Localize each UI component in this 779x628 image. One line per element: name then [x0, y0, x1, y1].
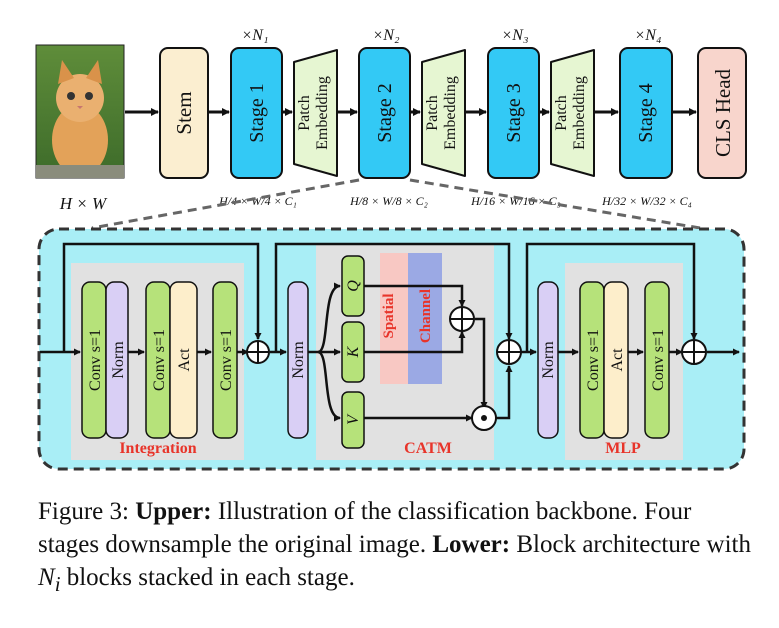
caption-math: N [38, 564, 55, 591]
mlp-act-label: Act [609, 348, 626, 372]
stage-3-block [487, 47, 540, 179]
stage-2-label: Stage 2 [374, 83, 396, 142]
zoom-connectors [91, 178, 701, 230]
lower-flow-lines [40, 242, 740, 422]
patch-embedding-3 [550, 49, 595, 177]
caption-lower-text-a: Block architecture with [510, 531, 751, 558]
patch-embedding-1-line2: Embedding [314, 76, 331, 150]
k-label: K [345, 345, 362, 358]
v-block [341, 391, 365, 449]
integration-norm [105, 281, 129, 439]
patch-embedding-2-line1: Patch [424, 95, 441, 131]
patch-embedding-3-line1: Patch [553, 95, 570, 131]
mlp-norm-label: Norm [540, 341, 557, 379]
patch-embedding-1 [293, 49, 338, 177]
integration-norm-label: Norm [110, 341, 127, 379]
patch-embedding-1-line1: Patch [296, 95, 313, 131]
v-label: V [345, 413, 362, 425]
cls-head-block [697, 47, 747, 179]
channel-label: Channel [418, 289, 434, 343]
k-block [341, 321, 365, 383]
stage-4-dims: H/32 × W/32 × C₄ [601, 194, 692, 208]
input-label: H × W [59, 194, 108, 213]
spatial-strip [380, 253, 408, 384]
stage-2-block [358, 47, 411, 179]
integration-conv-2-label: Conv s=1 [151, 329, 168, 391]
patch-embedding-3-line2: Embedding [571, 76, 588, 150]
integration-act [169, 281, 198, 439]
stage-1-label: Stage 1 [246, 83, 268, 142]
q-block [341, 255, 365, 317]
mlp-conv-1-label: Conv s=1 [585, 329, 602, 391]
catm-title: CATM [404, 440, 452, 457]
integration-act-label: Act [176, 348, 193, 372]
stage-4-block [619, 47, 673, 179]
channel-strip [408, 253, 442, 384]
caption-upper-text: Illustration of the classification backb… [38, 498, 692, 558]
stage-1-repeat: ×N₁ [241, 27, 268, 44]
stage-1-block [230, 47, 283, 179]
catm-norm-label: Norm [290, 341, 307, 379]
stem-block [159, 47, 209, 179]
caption-lower-label: Lower: [432, 531, 511, 558]
integration-conv-3-label: Conv s=1 [218, 329, 235, 391]
stage-2-dims: H/8 × W/8 × C₂ [349, 194, 428, 208]
stage-3-repeat: ×N₃ [501, 27, 528, 44]
figure-caption: Figure 3: Upper: Illustration of the cla… [38, 495, 753, 601]
mlp-conv-2 [644, 281, 670, 439]
stage-2-repeat: ×N₂ [372, 27, 399, 44]
caption-upper-label: Upper: [135, 498, 212, 525]
cls-head-label: CLS Head [711, 68, 735, 157]
stem-label: Stem [172, 91, 196, 134]
catm-multiply-node [471, 405, 497, 431]
backbone-diagram: H × W Stem Stage 1 ×N₁ Patch Embedding S… [35, 27, 747, 471]
caption-prefix: Figure 3: [38, 498, 136, 525]
caption-math-sub: i [54, 572, 61, 596]
spatial-label: Spatial [381, 293, 397, 338]
integration-conv-1-label: Conv s=1 [87, 329, 104, 391]
patch-embedding-2-line2: Embedding [442, 76, 459, 150]
mlp-act [603, 281, 629, 439]
caption-lower-text-b: blocks stacked in each stage. [60, 564, 355, 591]
stage-1-dims: H/4 × W/4 × C₁ [218, 194, 297, 208]
add-node-3 [681, 339, 707, 365]
integration-title: Integration [119, 440, 196, 457]
stage-4-label: Stage 4 [635, 83, 657, 142]
add-node-2 [496, 339, 522, 365]
input-image [35, 44, 125, 179]
patch-embedding-2 [421, 49, 466, 177]
mlp-conv-2-label: Conv s=1 [650, 329, 667, 391]
q-label: Q [345, 280, 362, 292]
stage-4-repeat: ×N₄ [634, 27, 661, 44]
integration-conv-3 [212, 281, 238, 439]
catm-norm [287, 281, 309, 439]
add-node-1 [246, 340, 270, 364]
catm-add-node [449, 306, 475, 332]
mlp-title: MLP [605, 440, 641, 457]
stage-3-label: Stage 3 [503, 83, 525, 142]
mlp-norm [537, 281, 559, 439]
stage-3-dims: H/16 × W/16 × C₃ [470, 194, 561, 208]
